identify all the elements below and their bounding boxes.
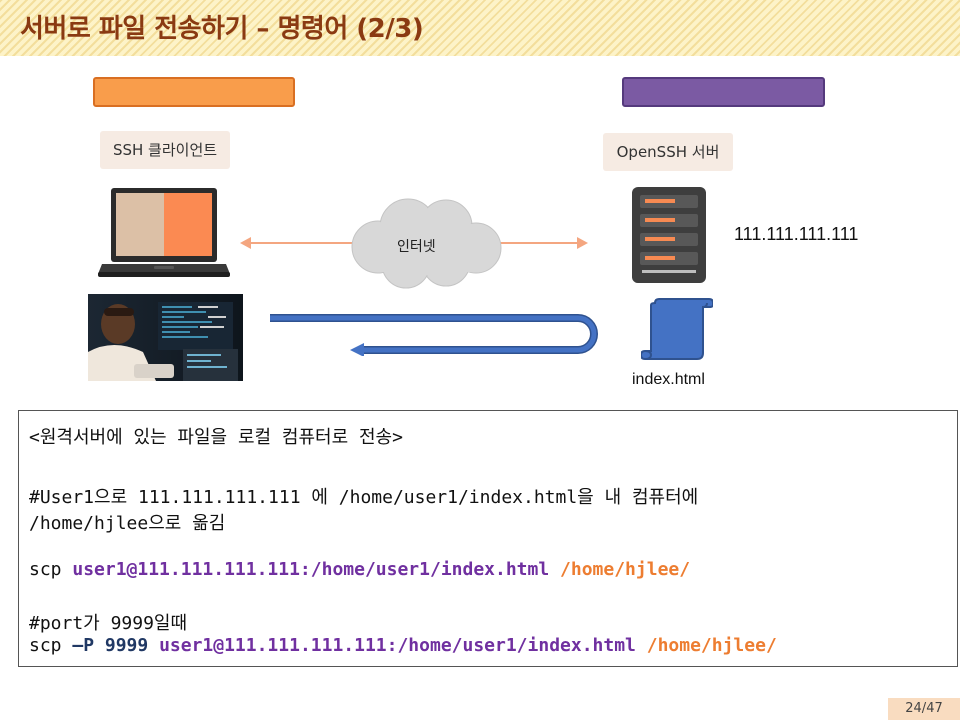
port-comment-line: #port가 9999일때 (29, 613, 188, 634)
file-scroll-icon (641, 298, 713, 360)
scp-command-line: scp user1@111.111.111.111:/home/user1/in… (29, 559, 690, 580)
scp-keyword: scp (29, 635, 73, 656)
command-box: <원격서버에 있는 파일을 로컬 컴퓨터로 전송> #User1으로 111.1… (18, 410, 958, 667)
scp-source-path: user1@111.111.111.111:/home/user1/index.… (72, 559, 550, 580)
server-icon (632, 187, 706, 283)
scp-source-path: user1@111.111.111.111:/home/user1/index.… (159, 635, 636, 656)
comment-line: #User1으로 111.111.111.111 에 /home/user1/i… (29, 487, 699, 508)
person-at-computer-photo (88, 294, 243, 381)
scp-destination-path: /home/hjlee/ (646, 635, 777, 656)
scp-port-command-line: scp –P 9999 user1@111.111.111.111:/home/… (29, 635, 777, 656)
file-name-label: index.html (632, 371, 705, 388)
server-header-bar (622, 77, 825, 107)
client-header-bar (93, 77, 295, 107)
internet-cloud-icon (351, 198, 502, 289)
scp-destination-path: /home/hjlee/ (560, 559, 691, 580)
laptop-icon (98, 188, 230, 277)
transfer-arrow (270, 314, 598, 356)
server-ip-address: 111.111.111.111 (734, 224, 859, 244)
command-box-heading: <원격서버에 있는 파일을 로컬 컴퓨터로 전송> (29, 427, 403, 448)
slide-title: 서버로 파일 전송하기 – 명령어 (2/3) (20, 14, 424, 44)
scp-port-option: –P 9999 (72, 635, 149, 656)
scp-keyword: scp (29, 559, 73, 580)
title-band (0, 0, 960, 56)
page-number: 24/47 (888, 698, 960, 720)
comment-line-continued: /home/hjlee으로 옮김 (29, 513, 226, 534)
openssh-server-label: OpenSSH 서버 (603, 133, 733, 171)
internet-label: 인터넷 (397, 239, 436, 255)
ssh-client-label: SSH 클라이언트 (100, 131, 230, 169)
